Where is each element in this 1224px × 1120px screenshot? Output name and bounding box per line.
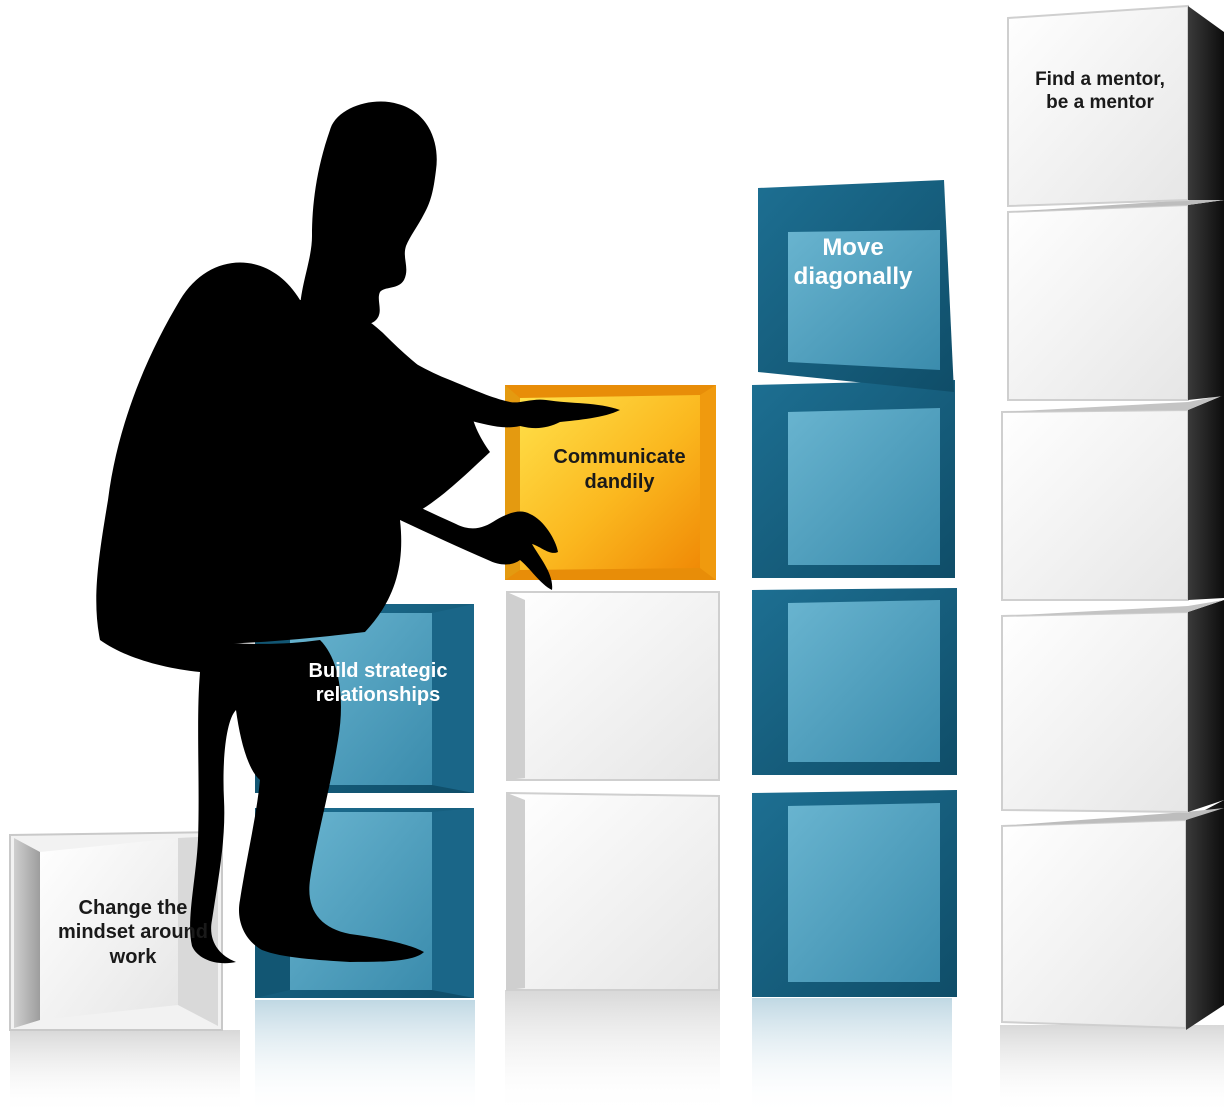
block-mentor-2 (1001, 600, 1224, 814)
label-change-mindset-line-2: mindset around (57, 921, 208, 944)
block-mentor-3 (1001, 395, 1224, 601)
woman-silhouette-icon (96, 101, 620, 964)
block-comm-middle (506, 591, 720, 781)
label-change-mindset-line-3: work (109, 945, 157, 968)
block-mentor-4 (1007, 200, 1224, 401)
label-move-diagonally-line-1: Move (822, 233, 884, 261)
label-find-mentor-line-1: Find a mentor, (1035, 68, 1165, 90)
label-build-relationships-line-2: relationships (315, 684, 441, 706)
block-communicate (505, 385, 716, 580)
label-communicate-line-2: dandily (584, 470, 655, 493)
label-communicate-line-1: Communicate (553, 446, 686, 469)
block-move-2 (752, 588, 957, 775)
label-build-relationships: Build strategic relationships (283, 648, 473, 718)
label-change-mindset: Change the mindset around work (48, 885, 218, 980)
label-communicate: Communicate dandily (527, 432, 712, 507)
label-move-diagonally-line-2: diagonally (793, 263, 913, 290)
floor-reflections (10, 990, 1224, 1115)
block-move-diagonally (758, 180, 954, 392)
label-build-relationships-line-1: Build strategic (308, 659, 448, 682)
label-find-mentor: Find a mentor, be a mentor (1005, 58, 1195, 124)
label-change-mindset-line-1: Change the (78, 896, 188, 919)
block-find-mentor (1007, 4, 1224, 208)
block-move-3 (752, 380, 955, 578)
block-mentor-1 (1001, 800, 1224, 1030)
block-comm-lower (506, 791, 720, 991)
label-move-diagonally: Move diagonally (768, 222, 938, 302)
block-move-1 (752, 790, 957, 997)
label-find-mentor-line-2: be a mentor (1046, 92, 1154, 113)
